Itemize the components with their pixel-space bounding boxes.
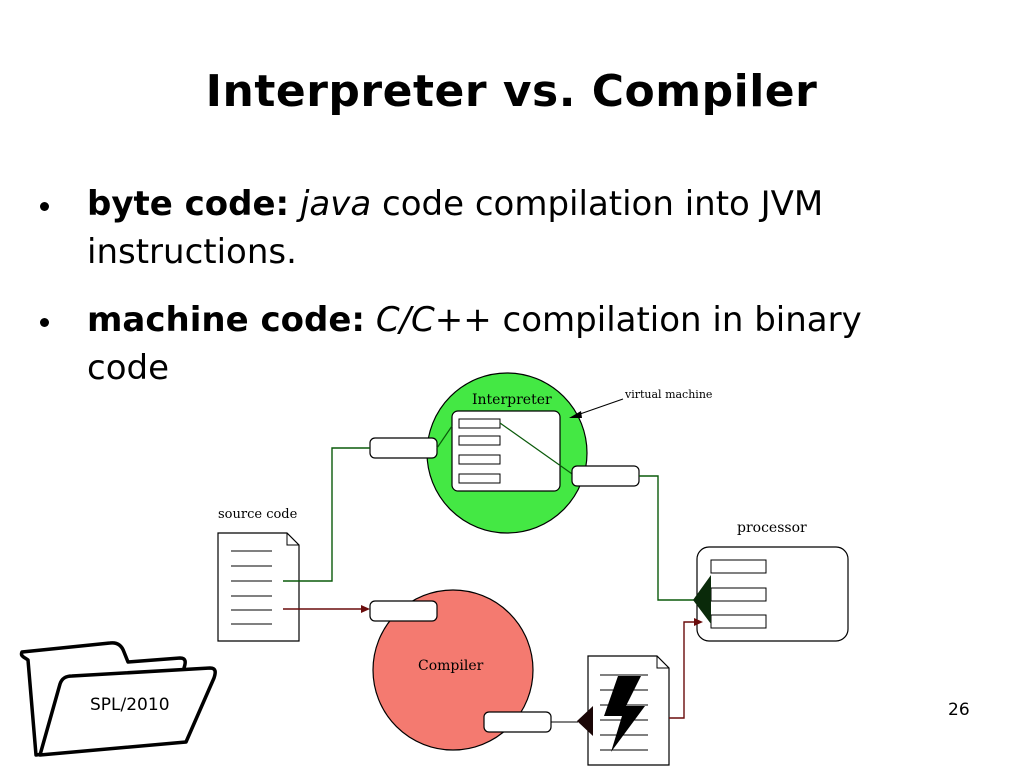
bullet-dot-icon: [40, 202, 49, 211]
compiler-input-token: [369, 600, 438, 622]
source-to-compiler-arrow-icon: [361, 605, 370, 613]
compiler-output-token: [483, 711, 552, 733]
instruction-slot: [458, 435, 501, 446]
lightning-bolt-icon: [604, 676, 645, 752]
interpreter-to-processor-wire: [639, 475, 694, 601]
interpreter-output-token: [571, 465, 640, 487]
processor-label: processor: [737, 520, 807, 536]
executable-input-arrow-icon: [577, 706, 593, 736]
compiler-circle: [372, 589, 534, 751]
bullet-text-line2: instructions.: [87, 232, 297, 272]
compiler-label: Compiler: [418, 658, 484, 674]
bullet-list: byte code: java code compilation into JV…: [40, 180, 940, 412]
bullet-dot-icon: [40, 318, 49, 327]
virtual-machine-pointer: [579, 398, 624, 415]
page-number: 26: [948, 700, 970, 720]
bullet-machine-code: machine code: C/C++ compilation in binar…: [40, 296, 940, 392]
bullet-text-line1: compilation in binary: [502, 300, 862, 340]
source-code-lines: [231, 550, 272, 625]
footer-label: SPL/2010: [90, 695, 170, 715]
executable-to-processor-arrow-icon: [694, 618, 703, 626]
bullet-text-line2: code: [87, 348, 169, 388]
source-code-label: source code: [218, 507, 298, 522]
instruction-slot: [458, 454, 501, 465]
source-code-fold: [286, 533, 299, 546]
source-to-bytecode-wire: [283, 447, 370, 582]
virtual-machine-label: virtual machine: [624, 388, 712, 401]
executable-fold: [656, 656, 669, 669]
instruction-slot: [458, 473, 501, 484]
bullet-language: C/C++: [375, 300, 492, 340]
instruction-slot: [458, 418, 501, 429]
bullet-byte-code: byte code: java code compilation into JV…: [40, 180, 940, 276]
virtual-machine-pointer-head-icon: [569, 411, 582, 418]
processor-instruction-slots: [710, 559, 767, 629]
processor-input-arrow-icon: [693, 575, 711, 624]
executable-to-processor-wire: [669, 621, 697, 719]
processor-slot: [710, 559, 767, 574]
processor-slot: [710, 587, 767, 602]
bullet-term: byte code:: [87, 184, 290, 224]
bullet-text-line1: code compilation into JVM: [382, 184, 824, 224]
interpreter-instruction-slots: [458, 418, 501, 484]
bytecode-token: [369, 437, 438, 459]
processor-slot: [710, 614, 767, 629]
bullet-term: machine code:: [87, 300, 365, 340]
interpreter-box: [451, 410, 561, 492]
source-code-document-icon: [217, 532, 300, 642]
bullet-language: java: [299, 184, 372, 224]
slide-title: Interpreter vs. Compiler: [205, 66, 818, 117]
bytecode-to-interpreter-link: [436, 425, 453, 449]
interpreter-label: Interpreter: [472, 392, 552, 408]
interpreter-output-link: [499, 422, 576, 477]
folder-icon: [19, 641, 217, 757]
